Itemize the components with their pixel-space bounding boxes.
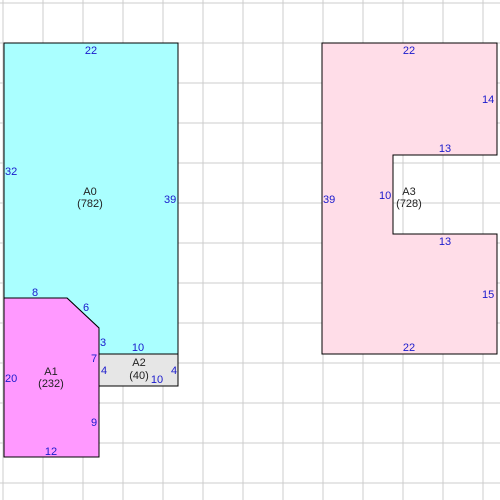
area-A1-name: A1 (44, 366, 57, 378)
area-A1-dim-bottom: 12 (45, 446, 57, 458)
area-A3-dim-notch-top: 13 (439, 143, 451, 155)
area-A2-dim-bottom: 10 (151, 374, 163, 386)
area-A2-dim-right: 4 (171, 365, 177, 377)
area-A2-value: (40) (129, 370, 149, 382)
area-A3-dim-upper-right: 14 (482, 94, 494, 106)
area-A3-shape[interactable] (321, 42, 498, 355)
area-A0-name: A0 (83, 186, 96, 198)
area-A0-dim-left: 32 (5, 166, 17, 178)
area-A1-dim-lower-right: 9 (91, 417, 97, 429)
area-A0-dim-notch: 3 (100, 337, 106, 349)
area-A3-name: A3 (402, 186, 415, 198)
area-A3-dim-notch-inner: 10 (379, 190, 391, 202)
area-A1-dim-left: 20 (5, 373, 17, 385)
area-A0-dim-bottom: 10 (132, 342, 144, 354)
area-A0-dim-step-top: 8 (32, 287, 38, 299)
area-A0-dim-chamfer: 6 (83, 302, 89, 314)
area-A3-value: (728) (396, 198, 422, 210)
area-A0-dim-top: 22 (85, 45, 97, 57)
area-A0-dim-right: 39 (164, 194, 176, 206)
area-A3-dim-left: 39 (323, 194, 335, 206)
area-A1-dim-upper-right: 7 (91, 353, 97, 365)
area-A3-dim-notch-bottom: 13 (439, 236, 451, 248)
area-A2-dim-left: 4 (101, 365, 107, 377)
area-A3-dim-lower-right: 15 (482, 289, 494, 301)
area-A3-dim-bottom: 22 (403, 342, 415, 354)
area-A3-dim-top: 22 (403, 45, 415, 57)
area-A2-name: A2 (132, 357, 145, 369)
area-A1-shape[interactable] (3, 297, 100, 458)
area-A0-value: (782) (77, 198, 103, 210)
area-A1-value: (232) (38, 378, 64, 390)
